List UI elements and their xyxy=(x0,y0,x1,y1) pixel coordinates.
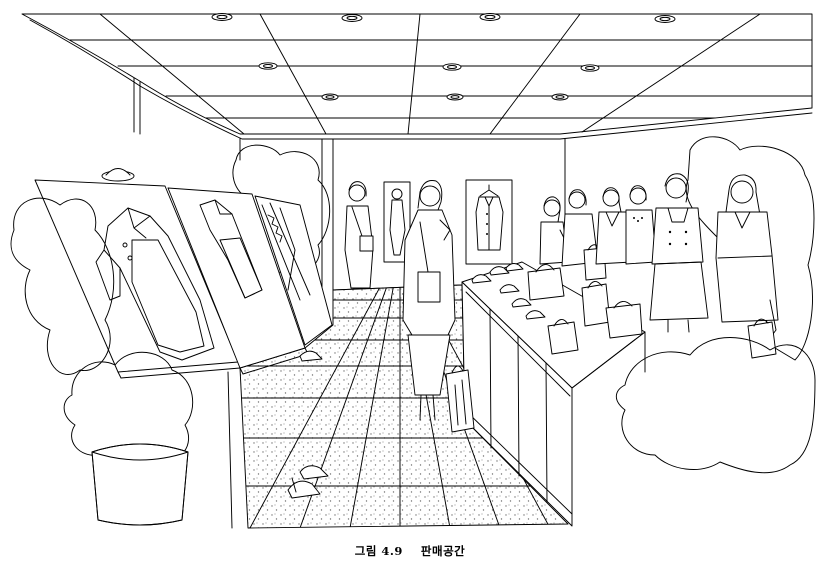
shopper-3 xyxy=(595,187,633,265)
figure-label: 그림 4.9 xyxy=(354,544,403,558)
shopping-bag xyxy=(445,365,475,433)
shopper-6 xyxy=(715,174,779,359)
display-panels xyxy=(34,168,333,379)
back-wall-display-frames xyxy=(383,179,513,265)
display-panel-3 xyxy=(254,195,333,346)
ceiling-lights xyxy=(211,13,676,101)
counter-handbags xyxy=(527,264,643,355)
sales-space-illustration xyxy=(10,13,816,529)
shopper-2 xyxy=(561,189,607,281)
display-panel-2 xyxy=(167,187,309,375)
shopper-5 xyxy=(649,173,709,333)
shopper-4 xyxy=(625,185,657,265)
plant-left xyxy=(10,197,115,375)
plant-right-front xyxy=(615,337,816,474)
ceiling xyxy=(21,13,813,140)
potted-plant xyxy=(63,351,193,526)
display-panel-1 xyxy=(34,168,241,379)
shoppers-right-group xyxy=(539,173,779,359)
display-counter xyxy=(461,261,646,527)
figure-caption: 그림 4.9 판매공간 xyxy=(0,543,820,563)
floor-shoes xyxy=(287,350,329,499)
counter-shoes xyxy=(471,263,546,320)
shopper-main xyxy=(402,180,456,421)
figure-title: 판매공간 xyxy=(420,544,466,558)
shopper-back-left xyxy=(344,181,374,301)
